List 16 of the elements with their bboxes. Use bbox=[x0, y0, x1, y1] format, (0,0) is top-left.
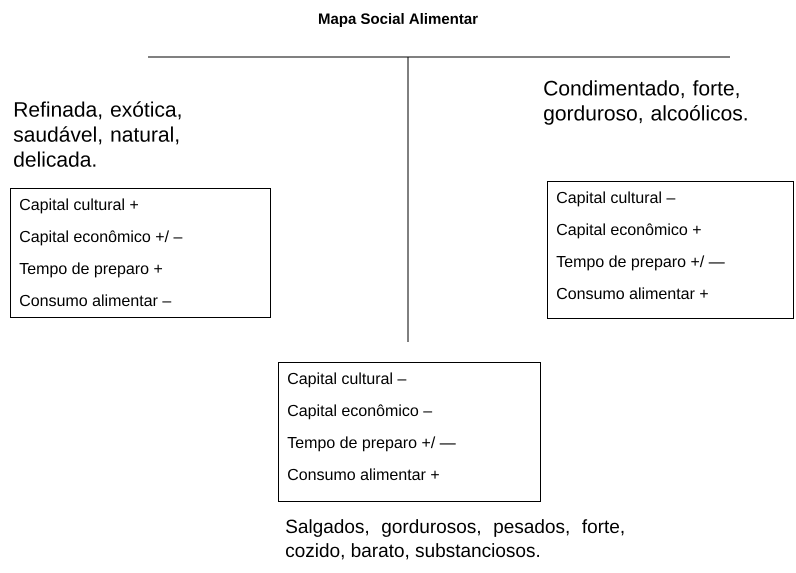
box-line: Capital cultural – bbox=[288, 372, 406, 388]
description-text: Salgados, gordurosos, pesados, forte, cozido, barato, substanciosos. bbox=[286, 519, 624, 560]
box-line: Consumo alimentar + bbox=[288, 468, 439, 480]
title: Mapa Social Alimentar bbox=[318, 13, 478, 27]
box-line: Capital cultural + bbox=[20, 198, 138, 214]
box-line: Tempo de preparo + bbox=[20, 262, 162, 278]
box-line: Consumo alimentar – bbox=[20, 294, 172, 306]
box-line: Capital econômico – bbox=[288, 404, 432, 420]
box-line: Capital econômico +/ – bbox=[20, 230, 182, 246]
box-line: Consumo alimentar + bbox=[557, 287, 708, 300]
box-line: Tempo de preparo +/ — bbox=[288, 436, 456, 452]
box-line: Capital cultural – bbox=[557, 191, 676, 206]
box-line: Capital econômico + bbox=[557, 223, 701, 238]
description-text: Refinada, exótica, saudável, natural, delicada. bbox=[14, 101, 181, 167]
description-text: Condimentado, forte, gorduroso, alcoólicos. bbox=[544, 80, 747, 125]
box-line: Tempo de preparo +/ — bbox=[556, 255, 725, 270]
